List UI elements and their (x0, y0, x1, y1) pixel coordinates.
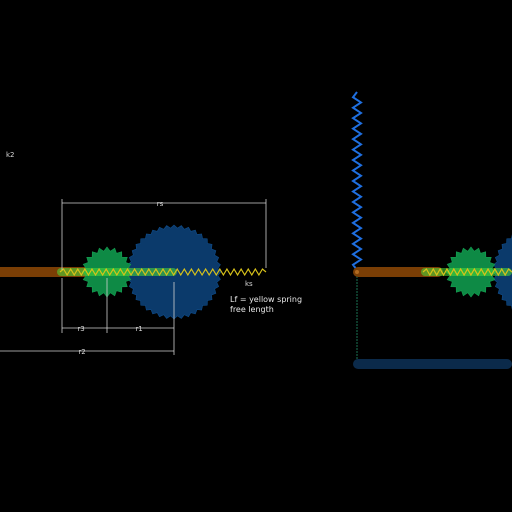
bottom-bar (353, 359, 512, 369)
blue-spring-vertical (351, 91, 363, 271)
note-line-1: Lf = yellow spring (230, 295, 302, 304)
right-rod (353, 267, 443, 277)
label-r1: r1 (135, 325, 142, 333)
note-line-2: free length (230, 305, 274, 314)
yellow-spring-right (422, 267, 512, 277)
right-assembly (351, 91, 512, 369)
label-ks: ks (245, 280, 253, 288)
label-r3: r3 (77, 325, 84, 333)
label-k2: k2 (6, 151, 15, 159)
green-highlight-left (57, 268, 177, 276)
pivot-joint (355, 270, 359, 274)
label-rs: rs (157, 200, 164, 208)
yellow-spring-left (59, 267, 267, 277)
left-assembly: rs r3 r1 r2 k2 ks Lf = yellow spring fre… (0, 151, 302, 356)
label-r2: r2 (78, 348, 85, 356)
